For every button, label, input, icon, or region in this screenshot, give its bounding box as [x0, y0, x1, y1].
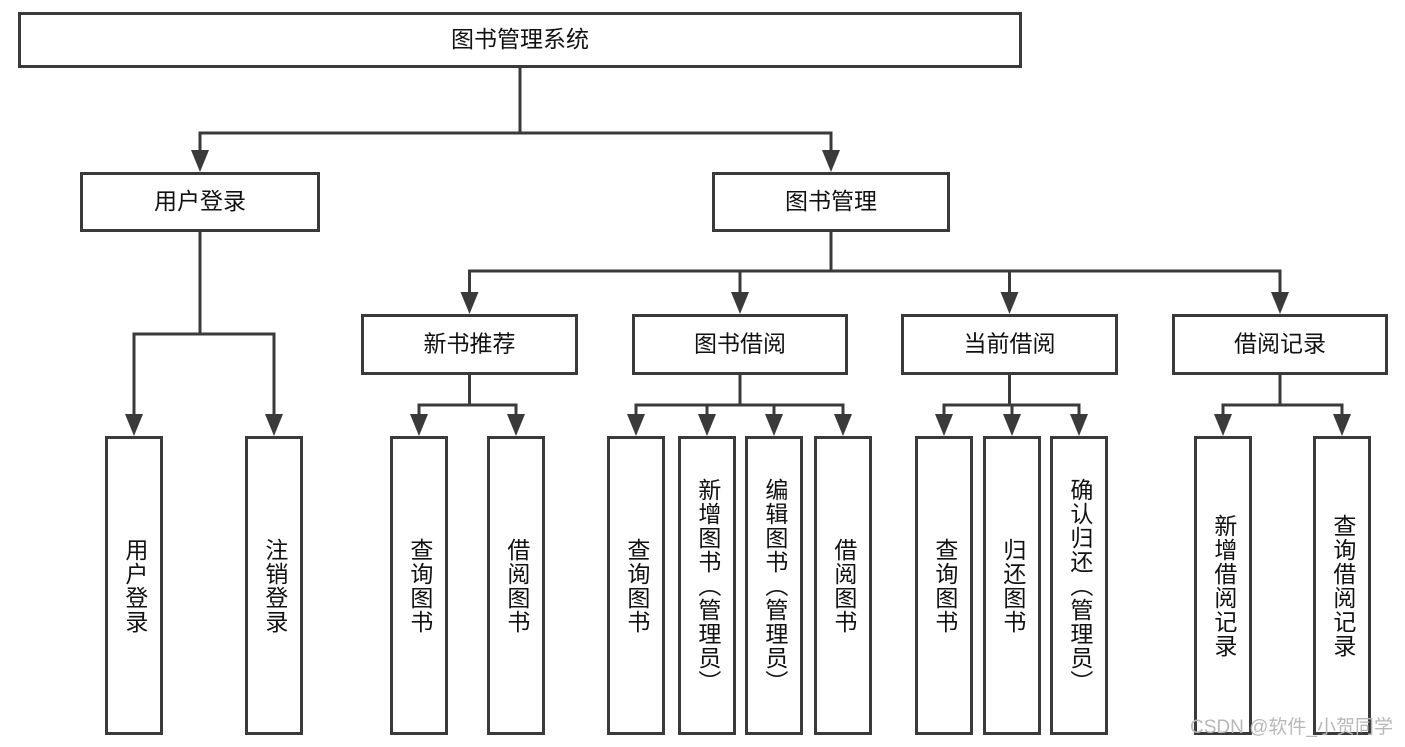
node-label-new-book-rec: 新书推荐: [424, 331, 516, 357]
node-label-book-borrow: 图书借阅: [694, 331, 786, 357]
node-label-root: 图书管理系统: [451, 26, 589, 52]
arrow-head-icon: [1271, 292, 1289, 314]
arrow-head-icon: [1003, 414, 1021, 436]
node-box-book-borrow[interactable]: [632, 314, 848, 375]
arrow-head-icon: [1070, 414, 1088, 436]
node-box-leaf-borrow-book-1[interactable]: [487, 436, 545, 735]
arrow-head-icon: [765, 414, 783, 436]
connector-layer: [125, 66, 1351, 436]
node-label-login: 用户登录: [154, 188, 246, 214]
node-box-leaf-borrow-book-2[interactable]: [814, 436, 872, 735]
node-box-leaf-user-login[interactable]: [105, 436, 163, 735]
arrow-head-icon: [822, 150, 840, 172]
node-label-book-mgmt: 图书管理: [785, 188, 877, 214]
node-box-login[interactable]: [80, 172, 320, 232]
arrow-head-icon: [191, 150, 209, 172]
arrow-head-icon: [698, 414, 716, 436]
arrow-head-icon: [834, 414, 852, 436]
node-box-leaf-add-record[interactable]: [1194, 436, 1252, 735]
arrow-head-icon: [1214, 414, 1232, 436]
node-box-leaf-query-book-2[interactable]: [607, 436, 665, 735]
node-label-borrow-record: 借阅记录: [1234, 331, 1326, 357]
node-box-leaf-query-book-3[interactable]: [915, 436, 973, 735]
arrow-head-icon: [410, 414, 428, 436]
arrow-head-icon: [507, 414, 525, 436]
arrow-head-icon: [935, 414, 953, 436]
csdn-watermark: CSDN @软件_小贺同学: [1190, 717, 1393, 738]
node-box-leaf-query-book-1[interactable]: [390, 436, 448, 735]
arrow-head-icon: [265, 414, 283, 436]
node-box-layer: [18, 12, 1388, 735]
node-box-leaf-edit-book-admin[interactable]: [745, 436, 803, 735]
arrow-head-icon: [460, 292, 479, 314]
node-box-new-book-rec[interactable]: [361, 314, 578, 375]
node-box-leaf-confirm-return-admin[interactable]: [1050, 436, 1108, 735]
arrow-head-icon: [1000, 292, 1019, 314]
arrow-head-icon: [627, 414, 645, 436]
node-box-leaf-logout[interactable]: [245, 436, 303, 735]
node-box-leaf-query-record[interactable]: [1313, 436, 1371, 735]
node-box-current-borrow[interactable]: [901, 314, 1118, 375]
node-box-leaf-add-book-admin[interactable]: [678, 436, 736, 735]
node-box-book-mgmt[interactable]: [712, 172, 950, 232]
node-box-borrow-record[interactable]: [1172, 314, 1388, 375]
arrow-head-icon: [1333, 414, 1351, 436]
node-box-leaf-return-book[interactable]: [983, 436, 1041, 735]
node-box-root[interactable]: [18, 12, 1022, 68]
node-label-current-borrow: 当前借阅: [964, 331, 1056, 357]
arrow-head-icon: [125, 414, 143, 436]
arrow-head-icon: [731, 292, 749, 314]
